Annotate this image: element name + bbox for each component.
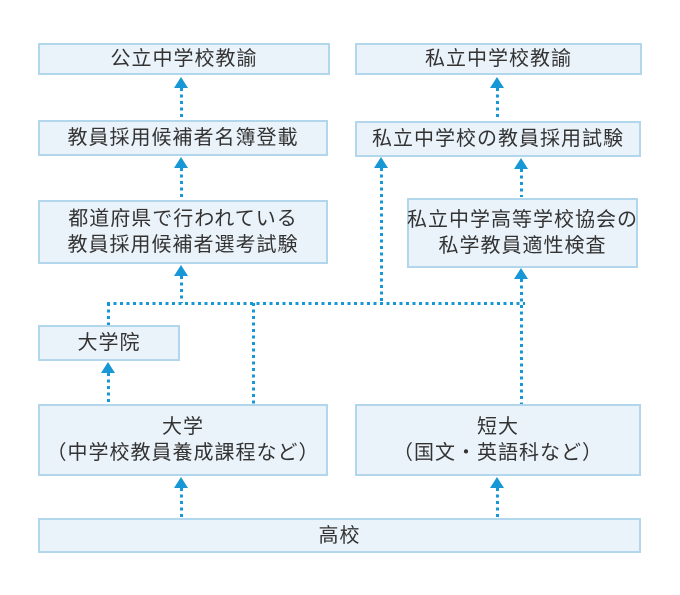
node-label: （国文・英語科など） <box>393 442 603 464</box>
node-private-school-employment-exam: 私立中学校の教員採用試験 <box>355 121 641 157</box>
node-label: 私立中学校の教員採用試験 <box>372 128 624 150</box>
arrowhead-highschool-to-university <box>174 477 188 488</box>
edge-roster-to-public-teacher <box>180 88 183 118</box>
node-private-middle-school-teacher: 私立中学校教諭 <box>355 43 642 75</box>
edge-university-to-trunk <box>252 303 255 404</box>
node-prefectural-selection-exam: 都道府県で行われている 教員採用候補者選考試験 <box>38 200 328 264</box>
node-label: 短大 <box>477 416 519 438</box>
edge-highschool-to-junior-college <box>496 488 499 517</box>
node-public-middle-school-teacher: 公立中学校教諭 <box>38 43 330 75</box>
node-private-school-aptitude-test: 私立中学高等学校協会の 私学教員適性検査 <box>407 198 638 268</box>
node-graduate-school: 大学院 <box>38 325 180 361</box>
edge-aptitude-test-to-private-exam <box>520 169 523 197</box>
edge-prefectural-exam-to-roster <box>180 168 183 199</box>
edge-university-to-grad-school <box>107 373 110 403</box>
arrowhead-university-to-grad-school <box>101 362 115 373</box>
arrowhead-prefectural-exam-to-roster <box>174 157 188 168</box>
edge-highschool-to-university <box>180 488 183 517</box>
node-candidate-roster: 教員採用候補者名簿登載 <box>38 120 328 156</box>
arrowhead-junior-college-to-aptitude-test <box>514 268 528 279</box>
node-label: 教員採用候補者選考試験 <box>67 234 299 256</box>
trunk-dotted-line <box>107 302 525 305</box>
node-label: 私学教員適性検査 <box>438 235 607 257</box>
node-junior-college: 短大 （国文・英語科など） <box>355 404 641 476</box>
node-label: 都道府県で行われている <box>68 208 298 230</box>
edge-grad-school-to-trunk <box>107 303 110 325</box>
edge-trunk-to-private-exam <box>380 168 383 303</box>
edge-trunk-to-prefectural-exam <box>180 276 183 303</box>
node-label: 公立中学校教諭 <box>110 48 258 70</box>
arrowhead-trunk-to-prefectural-exam <box>174 265 188 276</box>
arrowhead-highschool-to-junior-college <box>490 477 504 488</box>
arrowhead-aptitude-test-to-private-exam <box>514 158 528 169</box>
arrowhead-private-exam-to-private-teacher <box>490 77 504 88</box>
node-label: 教員採用候補者名簿登載 <box>67 127 299 149</box>
node-label: 大学 <box>162 416 204 438</box>
arrowhead-trunk-to-private-exam <box>374 157 388 168</box>
node-label: 私立中学高等学校協会の <box>407 209 638 231</box>
node-high-school: 高校 <box>38 518 641 553</box>
node-university: 大学 （中学校教員養成課程など） <box>38 404 328 476</box>
node-label: 高校 <box>318 524 361 547</box>
node-label: （中学校教員養成課程など） <box>46 442 320 464</box>
node-label: 私立中学校教諭 <box>425 48 572 70</box>
node-label: 大学院 <box>77 332 141 354</box>
edge-private-exam-to-private-teacher <box>496 88 499 119</box>
edge-junior-college-to-aptitude-test <box>520 279 523 404</box>
arrowhead-roster-to-public-teacher <box>174 77 188 88</box>
